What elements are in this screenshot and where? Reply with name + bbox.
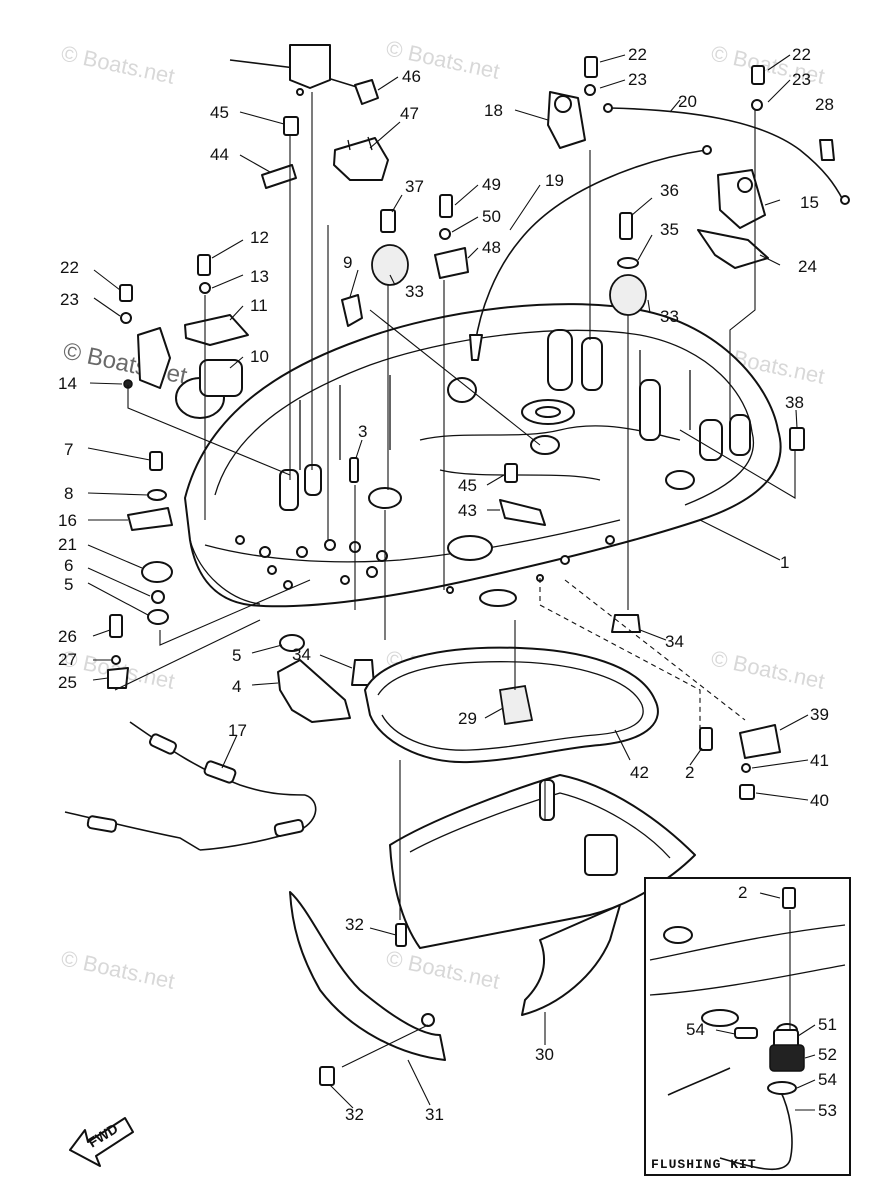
part-28 <box>819 139 835 161</box>
flushing-kit-title: FLUSHING KIT <box>651 1157 757 1172</box>
callout-3: 3 <box>358 422 367 441</box>
callout-44: 44 <box>210 145 229 164</box>
callout-34: 34 <box>292 645 311 664</box>
callout-33: 33 <box>405 282 424 301</box>
callout-42: 42 <box>630 763 649 782</box>
callout-4: 4 <box>232 677 241 696</box>
callout-19: 19 <box>545 171 564 190</box>
fwd-arrow: FWD <box>69 1117 134 1167</box>
linkage-46 <box>229 44 379 105</box>
callout-45: 45 <box>458 476 477 495</box>
part-14 <box>137 327 171 389</box>
callout-11: 11 <box>250 296 268 315</box>
callout-5: 5 <box>232 646 241 665</box>
callout-23: 23 <box>60 290 79 309</box>
callout-23: 23 <box>628 70 647 89</box>
callout-33: 33 <box>660 307 679 326</box>
callout-20: 20 <box>678 92 697 111</box>
callout-9: 9 <box>343 253 352 272</box>
callout-54: 54 <box>818 1070 837 1089</box>
guide-lines <box>114 92 796 1068</box>
callout-30: 30 <box>535 1045 554 1064</box>
part-11 <box>184 314 249 346</box>
callout-52: 52 <box>818 1045 837 1064</box>
watermark: © Boats.net <box>384 945 502 993</box>
callout-54: 54 <box>686 1020 705 1039</box>
callout-51: 51 <box>818 1015 837 1034</box>
callout-13: 13 <box>250 267 269 286</box>
part-29 <box>498 684 534 726</box>
cable-19 <box>474 149 707 346</box>
callout-27: 27 <box>58 650 77 669</box>
callout-10: 10 <box>250 347 269 366</box>
hardware-group <box>107 56 805 1086</box>
watermark: © Boats.net <box>59 40 177 88</box>
part-24-plate <box>697 229 769 269</box>
callout-53: 53 <box>818 1101 837 1120</box>
callout-2: 2 <box>685 763 694 782</box>
callout-31: 31 <box>425 1105 444 1124</box>
watermark: © Boats.net <box>59 945 177 993</box>
callout-14: 14 <box>58 374 77 393</box>
callout-32: 32 <box>345 1105 364 1124</box>
callout-21: 21 <box>58 535 77 554</box>
callout-5: 5 <box>64 575 73 594</box>
callout-15: 15 <box>800 193 819 212</box>
cable-20 <box>609 107 844 201</box>
callout-18: 18 <box>484 101 503 120</box>
callout-24: 24 <box>798 257 817 276</box>
callout-34: 34 <box>665 632 684 651</box>
callout-23: 23 <box>792 70 811 89</box>
callout-39: 39 <box>810 705 829 724</box>
callout-7: 7 <box>64 440 73 459</box>
callout-40: 40 <box>810 791 829 810</box>
callout-41: 41 <box>810 751 829 770</box>
cable-17 <box>64 721 317 851</box>
part-47-bracket <box>333 137 389 181</box>
part-31-cover <box>289 891 446 1061</box>
callout-43: 43 <box>458 501 477 520</box>
callout-28: 28 <box>815 95 834 114</box>
part-15-bracket <box>717 169 766 229</box>
callout-29: 29 <box>458 709 477 728</box>
callout-22: 22 <box>628 45 647 64</box>
flushing-kit-panel: FLUSHING KIT <box>644 877 851 1176</box>
watermark: © Boats.net <box>709 645 827 693</box>
callout-25: 25 <box>58 673 77 692</box>
callout-26: 26 <box>58 627 77 646</box>
callout-49: 49 <box>482 175 501 194</box>
callout-36: 36 <box>660 181 679 200</box>
callout-47: 47 <box>400 104 419 123</box>
callout-17: 17 <box>228 721 247 740</box>
callout-37: 37 <box>405 177 424 196</box>
callout-35: 35 <box>660 220 679 239</box>
callout-12: 12 <box>250 228 269 247</box>
callout-6: 6 <box>64 556 73 575</box>
callout-50: 50 <box>482 207 501 226</box>
callout-48: 48 <box>482 238 501 257</box>
callout-32: 32 <box>345 915 364 934</box>
callout-2: 2 <box>738 883 747 902</box>
callout-38: 38 <box>785 393 804 412</box>
bottom-cowling <box>184 303 782 608</box>
callout-16: 16 <box>58 511 77 530</box>
part-30-cover <box>521 904 621 1016</box>
leader-lines <box>87 54 816 1111</box>
part-labels: 1 2 2 3 4 5 5 6 7 8 9 10 11 12 13 14 15 … <box>58 45 837 1124</box>
callout-46: 46 <box>402 67 421 86</box>
callout-45: 45 <box>210 103 229 122</box>
callout-22: 22 <box>60 258 79 277</box>
part-4 <box>277 659 351 723</box>
callout-1: 1 <box>780 553 789 572</box>
callout-22: 22 <box>792 45 811 64</box>
callout-8: 8 <box>64 484 73 503</box>
part-5 <box>279 634 305 652</box>
